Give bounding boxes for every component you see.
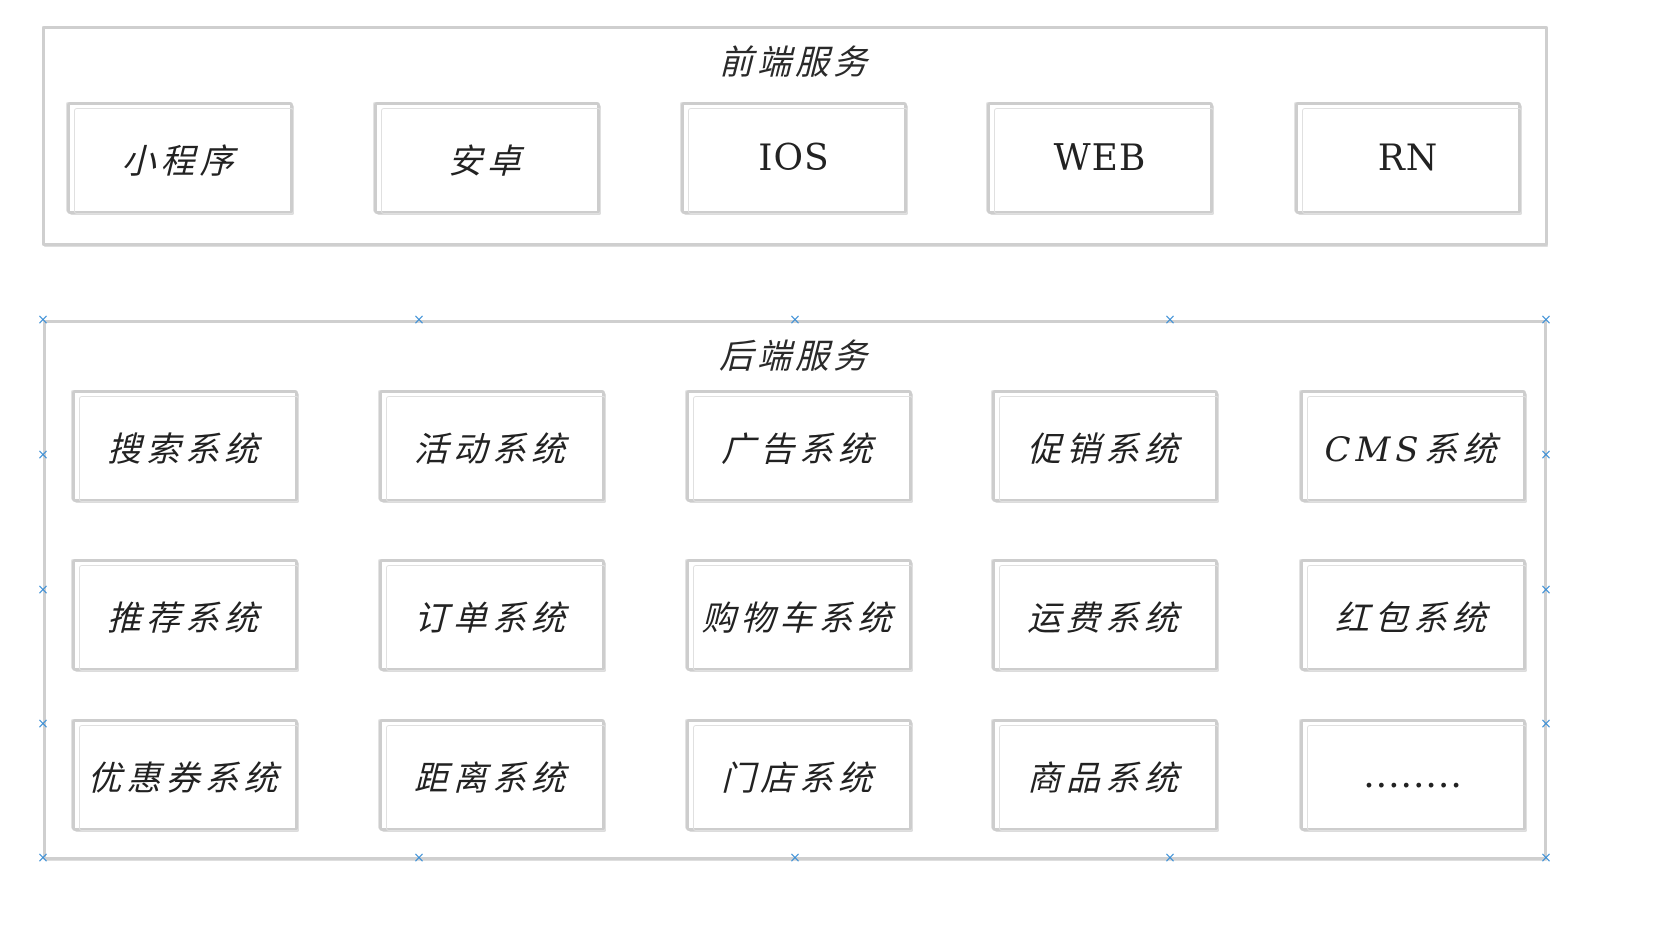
- backend-item-cart[interactable]: 购物车系统: [686, 559, 913, 671]
- selection-handle[interactable]: ×: [413, 312, 425, 328]
- backend-item-label: 红包系统: [1335, 598, 1491, 639]
- selection-handle[interactable]: ×: [789, 850, 801, 866]
- backend-service-group[interactable]: 后端服务: [43, 320, 1547, 860]
- selection-handle[interactable]: ×: [37, 850, 49, 866]
- backend-item-distance[interactable]: 距离系统: [379, 719, 606, 831]
- backend-item-redpacket[interactable]: 红包系统: [1300, 559, 1527, 671]
- backend-item-label: 运费系统: [1027, 598, 1183, 639]
- selection-handle[interactable]: ×: [37, 312, 49, 328]
- selection-handle[interactable]: ×: [37, 447, 49, 463]
- frontend-item-rn[interactable]: RN: [1295, 102, 1522, 214]
- backend-item-label: 广告系统: [721, 429, 877, 470]
- selection-handle[interactable]: ×: [1164, 850, 1176, 866]
- backend-item-cms[interactable]: CMS系统: [1300, 390, 1527, 502]
- backend-item-ads[interactable]: 广告系统: [686, 390, 913, 502]
- backend-item-label: 商品系统: [1027, 758, 1183, 799]
- selection-handle[interactable]: ×: [1540, 582, 1552, 598]
- frontend-item-web[interactable]: WEB: [987, 102, 1214, 214]
- backend-item-label: 促销系统: [1027, 429, 1183, 470]
- backend-item-label: 搜索系统: [107, 429, 263, 470]
- backend-item-label: 推荐系统: [107, 598, 263, 639]
- backend-item-label: 距离系统: [414, 758, 570, 799]
- backend-item-label: 订单系统: [414, 598, 570, 639]
- backend-item-label: ........: [1363, 754, 1463, 796]
- frontend-item-android[interactable]: 安卓: [374, 102, 601, 214]
- selection-handle[interactable]: ×: [1540, 312, 1552, 328]
- frontend-item-label: 安卓: [448, 141, 526, 182]
- backend-item-search[interactable]: 搜索系统: [72, 390, 299, 502]
- backend-item-label: CMS系统: [1324, 429, 1502, 470]
- backend-item-promotion[interactable]: 促销系统: [992, 390, 1219, 502]
- selection-handle[interactable]: ×: [1540, 850, 1552, 866]
- frontend-item-label: WEB: [1053, 137, 1147, 179]
- selection-handle[interactable]: ×: [1540, 716, 1552, 732]
- frontend-item-label: IOS: [758, 137, 830, 179]
- backend-item-more[interactable]: ........: [1300, 719, 1527, 831]
- selection-handle[interactable]: ×: [1164, 312, 1176, 328]
- backend-item-freight[interactable]: 运费系统: [992, 559, 1219, 671]
- frontend-item-ios[interactable]: IOS: [681, 102, 908, 214]
- selection-handle[interactable]: ×: [37, 582, 49, 598]
- backend-item-label: 活动系统: [414, 429, 570, 470]
- backend-item-activity[interactable]: 活动系统: [379, 390, 606, 502]
- backend-item-label: 购物车系统: [701, 598, 897, 639]
- backend-item-product[interactable]: 商品系统: [992, 719, 1219, 831]
- backend-item-order[interactable]: 订单系统: [379, 559, 606, 671]
- selection-handle[interactable]: ×: [413, 850, 425, 866]
- frontend-service-title: 前端服务: [719, 43, 871, 83]
- selection-handle[interactable]: ×: [37, 716, 49, 732]
- backend-item-store[interactable]: 门店系统: [686, 719, 913, 831]
- backend-item-label: 门店系统: [721, 758, 877, 799]
- frontend-service-group[interactable]: 前端服务: [42, 26, 1548, 246]
- backend-service-title: 后端服务: [719, 337, 871, 377]
- selection-handle[interactable]: ×: [789, 312, 801, 328]
- backend-item-recommend[interactable]: 推荐系统: [72, 559, 299, 671]
- backend-item-label: 优惠券系统: [87, 758, 283, 799]
- frontend-item-label: RN: [1377, 137, 1439, 179]
- selection-handle[interactable]: ×: [1540, 447, 1552, 463]
- frontend-item-miniprogram[interactable]: 小程序: [67, 102, 294, 214]
- frontend-item-label: 小程序: [121, 141, 239, 182]
- backend-item-coupon[interactable]: 优惠券系统: [72, 719, 299, 831]
